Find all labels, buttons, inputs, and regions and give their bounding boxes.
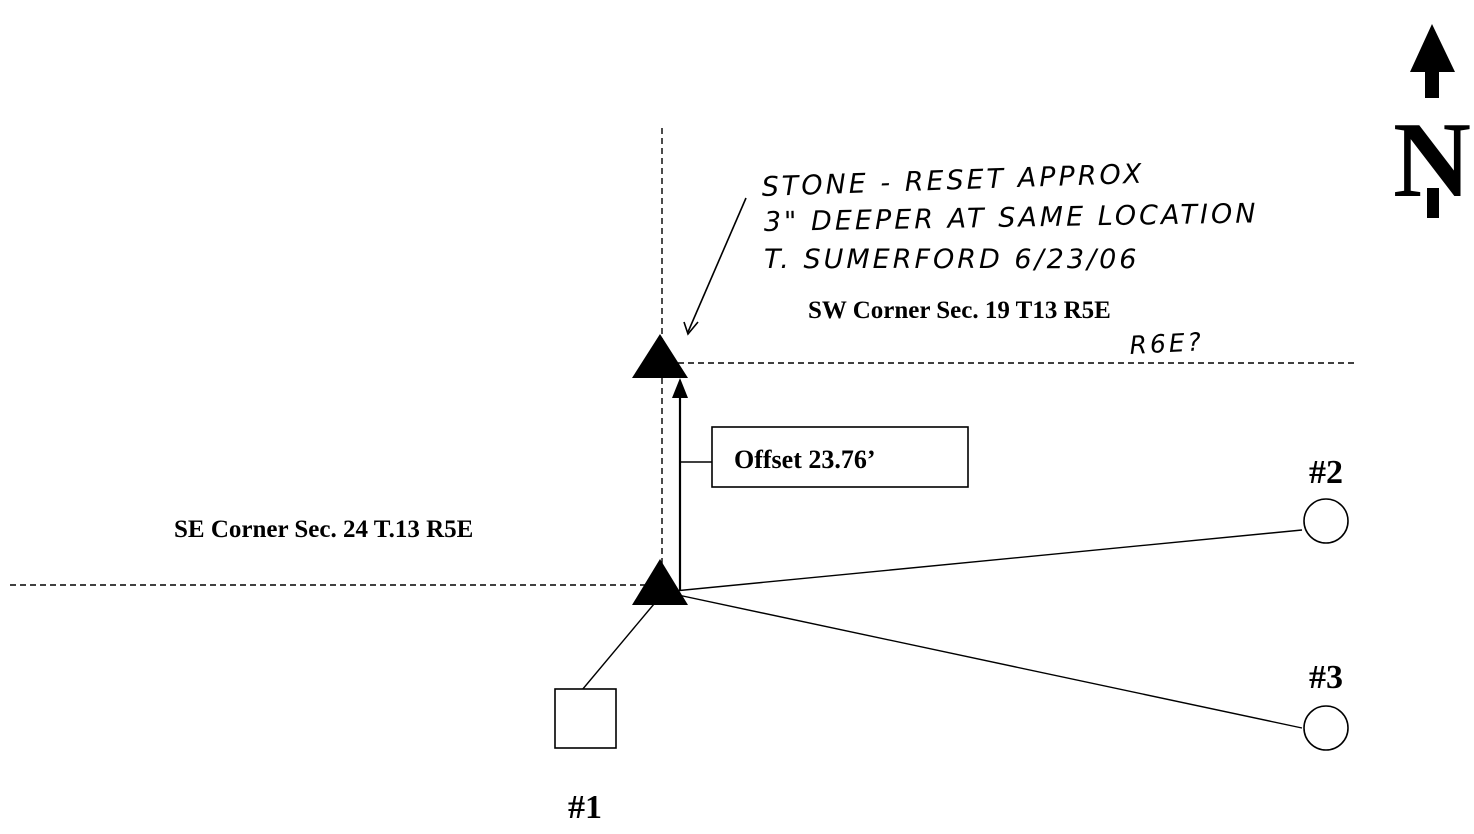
note-line-1: STONE - RESET APPROX bbox=[761, 159, 1145, 203]
note-line-3: T. SUMERFORD 6/23/06 bbox=[764, 244, 1139, 275]
offset-dimension: Offset 23.76’ bbox=[672, 378, 969, 590]
north-arrow-shaft bbox=[1425, 70, 1439, 98]
offset-label-box bbox=[711, 426, 969, 488]
north-arrow-tail bbox=[1427, 188, 1439, 218]
reference-points: #1 #2 #3 bbox=[554, 454, 1349, 826]
offset-label: Offset 23.76’ bbox=[734, 445, 876, 474]
tie-line-ref3 bbox=[663, 591, 1303, 729]
handwritten-note: STONE - RESET APPROX 3" DEEPER AT SAME L… bbox=[683, 159, 1259, 360]
tie-line-ref1 bbox=[581, 603, 655, 691]
north-arrow-head bbox=[1410, 24, 1455, 72]
ref2-label: #2 bbox=[1309, 454, 1343, 491]
ref1-label: #1 bbox=[568, 789, 602, 826]
note-range-query: R6E? bbox=[1129, 327, 1205, 360]
sw-corner-marker bbox=[632, 334, 688, 378]
se-corner-marker bbox=[632, 559, 688, 605]
ref1-square-marker bbox=[554, 688, 617, 749]
ref3-circle-marker bbox=[1303, 705, 1349, 751]
note-leader-arrow bbox=[687, 197, 747, 333]
ref2-circle-marker bbox=[1303, 498, 1349, 544]
tie-lines bbox=[581, 529, 1303, 729]
note-leader-arrowhead bbox=[683, 321, 699, 336]
tie-line-ref2 bbox=[663, 529, 1303, 593]
offset-arrow-head bbox=[672, 378, 688, 398]
se-corner-label: SE Corner Sec. 24 T.13 R5E bbox=[174, 516, 473, 543]
north-arrow: N bbox=[1393, 24, 1471, 220]
note-line-2: 3" DEEPER AT SAME LOCATION bbox=[764, 198, 1259, 238]
sw-corner-label: SW Corner Sec. 19 T13 R5E bbox=[808, 297, 1111, 324]
ref3-label: #3 bbox=[1309, 659, 1343, 696]
